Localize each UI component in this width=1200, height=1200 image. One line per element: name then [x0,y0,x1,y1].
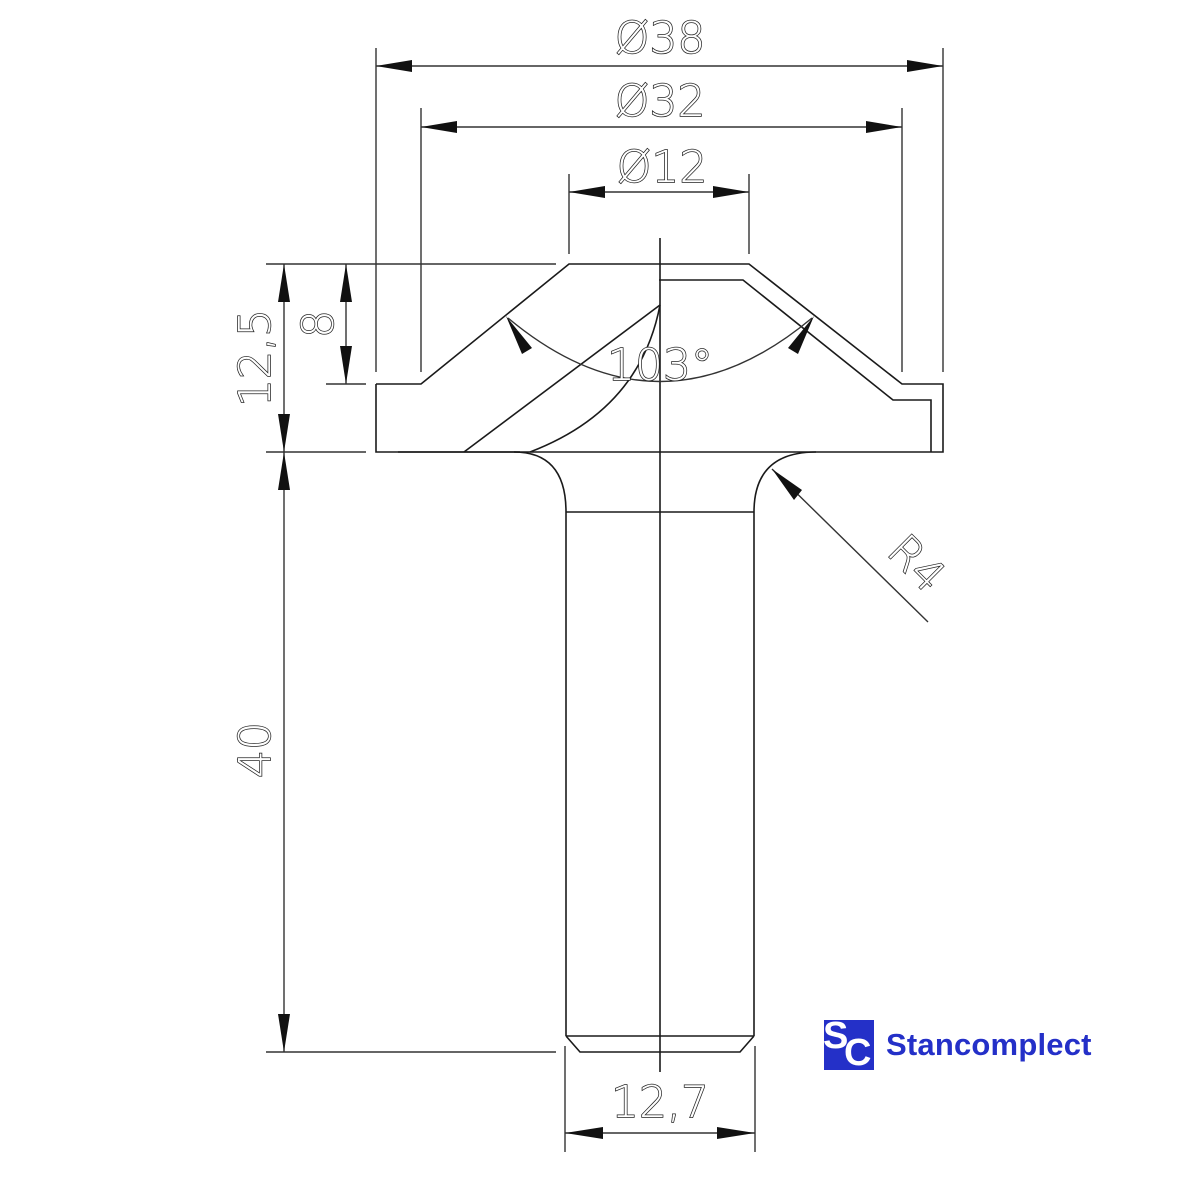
label-o38: Ø38 [615,13,706,64]
dimension-o12 [569,186,749,198]
label-r4: R4 [878,525,955,602]
logo-letter-s: S [824,1020,849,1057]
extension-lines [266,48,944,1152]
dimension-o32 [421,121,902,133]
logo-letter-c: C [844,1032,872,1070]
label-12-5: 12,5 [230,309,281,407]
brand-logo: S C Stancomplect [824,1020,1092,1070]
radius-leader [771,468,929,623]
logo-mark-icon: S C [824,1020,874,1070]
label-o12: Ø12 [617,142,708,193]
label-o32: Ø32 [615,76,706,127]
label-angle: 103° [607,340,713,391]
brand-name: Stancomplect [886,1027,1092,1062]
label-40: 40 [230,722,281,778]
dimension-12-7 [565,1127,755,1139]
dimension-o38 [376,60,943,72]
dimension-12-5 [278,264,290,1052]
shank-outline [513,451,817,1053]
dimension-8 [340,264,352,384]
label-12-7: 12,7 [611,1077,709,1128]
angle-dimension [506,316,814,383]
cutter-head-outline [375,263,944,453]
label-8: 8 [293,310,344,338]
